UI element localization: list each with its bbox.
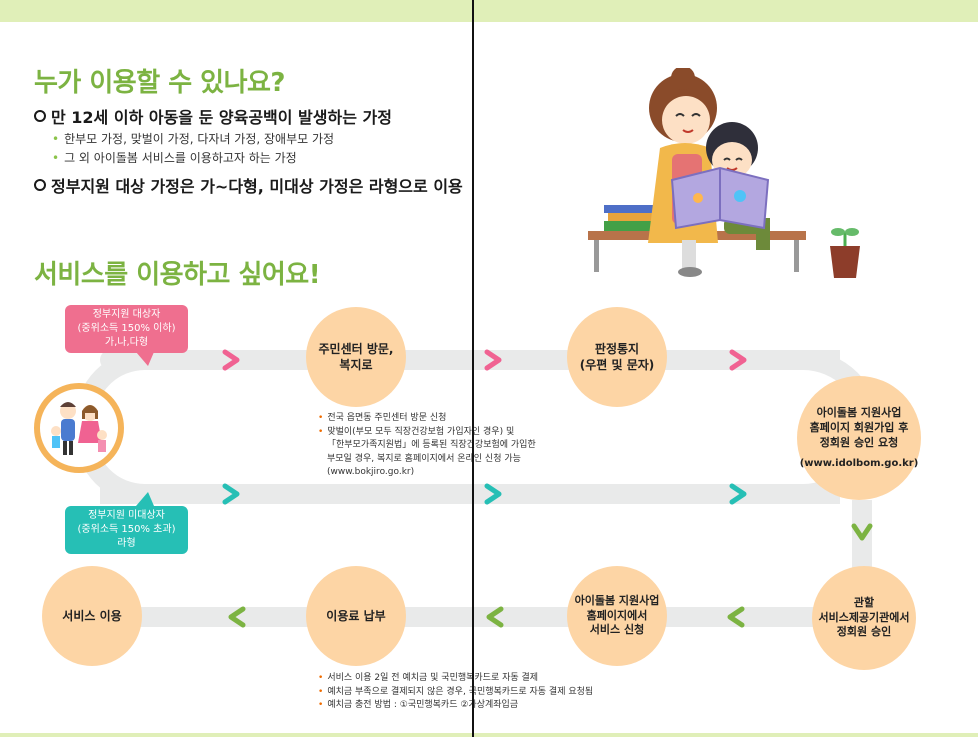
track-bottom bbox=[90, 607, 860, 627]
step-join-text: 아이돌봄 지원사업 홈페이지 회원가입 후 정회원 승인 요청 bbox=[809, 405, 909, 449]
step-apply-text: 아이돌봄 지원사업 홈페이지에서 서비스 신청 bbox=[574, 593, 660, 637]
arrow-right-teal-icon bbox=[483, 483, 505, 505]
note-top-text: 「한부모가족지원법」에 등록된 직장건강보험에 가입한 bbox=[327, 440, 536, 450]
top-band bbox=[0, 0, 978, 22]
step-pay-text: 이용료 납부 bbox=[326, 608, 386, 623]
who-bullet-1: 만 12세 이하 아동을 둔 양육공백이 발생하는 가정 bbox=[34, 104, 392, 128]
step-center-visit: 주민센터 방문, 복지로 bbox=[306, 307, 406, 407]
who-bullet-2: 정부지원 대상 가정은 가~다형, 미대상 가정은 라형으로 이용 bbox=[34, 173, 463, 197]
track-middle bbox=[100, 484, 840, 504]
bubble-gov-support: 정부지원 대상자 (중위소득 150% 이하) 가,나,다형 bbox=[65, 305, 188, 353]
step-join-url: (www.idolbom.go.kr) bbox=[799, 457, 919, 469]
reading-illustration-icon bbox=[588, 68, 860, 278]
family-badge bbox=[34, 383, 124, 473]
who-bullet-1-text: 만 12세 이하 아동을 둔 양육공백이 발생하는 가정 bbox=[51, 108, 392, 127]
bubble-tail-icon bbox=[136, 492, 154, 506]
arrow-down-green-icon bbox=[851, 521, 873, 543]
who-bullet-2-text: 정부지원 대상 가정은 가~다형, 미대상 가정은 라형으로 이용 bbox=[51, 177, 463, 196]
arrow-left-green-icon bbox=[226, 606, 248, 628]
note-bottom-line: •예치금 부족으로 결제되지 않은 경우, 국민행복카드로 자동 결제 요청됨 bbox=[318, 686, 594, 697]
bubble-non-gov-support: 정부지원 미대상자 (중위소득 150% 초과) 라형 bbox=[65, 506, 188, 554]
note-top-line: •맞벌이(부모 모두 직장건강보험 가입자인 경우) 및 bbox=[318, 426, 515, 437]
arrow-left-green-icon bbox=[725, 606, 747, 628]
dot-icon: • bbox=[52, 151, 60, 165]
step-center-text: 주민센터 방문, 복지로 bbox=[318, 341, 394, 372]
note-top-text: 부모일 경우, 복지로 홈페이지에서 온라인 신청 가능 bbox=[327, 453, 521, 464]
ring-icon bbox=[34, 179, 46, 191]
dot-icon: • bbox=[52, 132, 60, 146]
arrow-right-pink-icon bbox=[728, 349, 750, 371]
note-top-line: 부모일 경우, 복지로 홈페이지에서 온라인 신청 가능 bbox=[318, 453, 536, 467]
who-sub-1: • 한부모 가정, 맞벌이 가정, 다자녀 가정, 장애부모 가정 bbox=[52, 130, 334, 147]
note-top-line: (www.bokjiro.go.kr) bbox=[318, 466, 536, 480]
bottom-band bbox=[0, 733, 978, 737]
step-apply: 아이돌봄 지원사업 홈페이지에서 서비스 신청 bbox=[567, 566, 667, 666]
note-top-text: (www.bokjiro.go.kr) bbox=[327, 467, 415, 477]
note-bottom: •서비스 이용 2일 전 예치금 및 국민행복카드로 자동 결제 •예치금 부족… bbox=[318, 672, 593, 713]
note-bottom-line: •서비스 이용 2일 전 예치금 및 국민행복카드로 자동 결제 bbox=[318, 673, 539, 683]
note-bottom-text: 서비스 이용 2일 전 예치금 및 국민행복카드로 자동 결제 bbox=[327, 673, 539, 683]
step-notice: 판정통지 (우편 및 문자) bbox=[567, 307, 667, 407]
note-bottom-text: 예치금 충전 방법 : ①국민행복카드 ②가상계좌입금 bbox=[327, 700, 519, 710]
note-top: •전국 읍면동 주민센터 방문 신청 •맞벌이(부모 모두 직장건강보험 가입자… bbox=[318, 412, 536, 480]
bubble-tail-icon bbox=[136, 352, 154, 366]
step-notice-text: 판정통지 (우편 및 문자) bbox=[579, 341, 655, 372]
arrow-left-green-icon bbox=[484, 606, 506, 628]
service-title: 서비스를 이용하고 싶어요! bbox=[34, 260, 321, 290]
who-sub-1-text: 한부모 가정, 맞벌이 가정, 다자녀 가정, 장애부모 가정 bbox=[64, 132, 335, 146]
step-use: 서비스 이용 bbox=[42, 566, 142, 666]
note-top-text: 전국 읍면동 주민센터 방문 신청 bbox=[327, 413, 447, 423]
arrow-right-teal-icon bbox=[221, 483, 243, 505]
who-sub-2-text: 그 외 아이돌봄 서비스를 이용하고자 하는 가정 bbox=[64, 151, 297, 165]
step-approve: 관할 서비스제공기관에서 정회원 승인 bbox=[812, 566, 916, 670]
step-join: 아이돌봄 지원사업 홈페이지 회원가입 후 정회원 승인 요청 (www.ido… bbox=[797, 376, 921, 500]
step-pay: 이용료 납부 bbox=[306, 566, 406, 666]
step-approve-text: 관할 서비스제공기관에서 정회원 승인 bbox=[818, 595, 910, 639]
note-bottom-line: •예치금 충전 방법 : ①국민행복카드 ②가상계좌입금 bbox=[318, 700, 519, 710]
arrow-right-teal-icon bbox=[728, 483, 750, 505]
bubble-nongov-text: 정부지원 미대상자 (중위소득 150% 초과) 라형 bbox=[77, 510, 176, 549]
family-icon bbox=[51, 402, 107, 455]
step-use-text: 서비스 이용 bbox=[62, 608, 122, 623]
note-top-line: 「한부모가족지원법」에 등록된 직장건강보험에 가입한 bbox=[318, 439, 536, 453]
bubble-gov-text: 정부지원 대상자 (중위소득 150% 이하) 가,나,다형 bbox=[77, 309, 176, 348]
note-top-line: •전국 읍면동 주민센터 방문 신청 bbox=[318, 413, 447, 423]
who-sub-2: • 그 외 아이돌봄 서비스를 이용하고자 하는 가정 bbox=[52, 149, 297, 166]
ring-icon bbox=[34, 110, 46, 122]
page-fold-line bbox=[472, 0, 474, 737]
note-bottom-text: 예치금 부족으로 결제되지 않은 경우, 국민행복카드로 자동 결제 요청됨 bbox=[327, 686, 594, 697]
arrow-right-pink-icon bbox=[483, 349, 505, 371]
note-top-text: 맞벌이(부모 모두 직장건강보험 가입자인 경우) 및 bbox=[327, 426, 515, 437]
arrow-right-pink-icon bbox=[221, 349, 243, 371]
who-title: 누가 이용할 수 있나요? bbox=[34, 68, 286, 98]
